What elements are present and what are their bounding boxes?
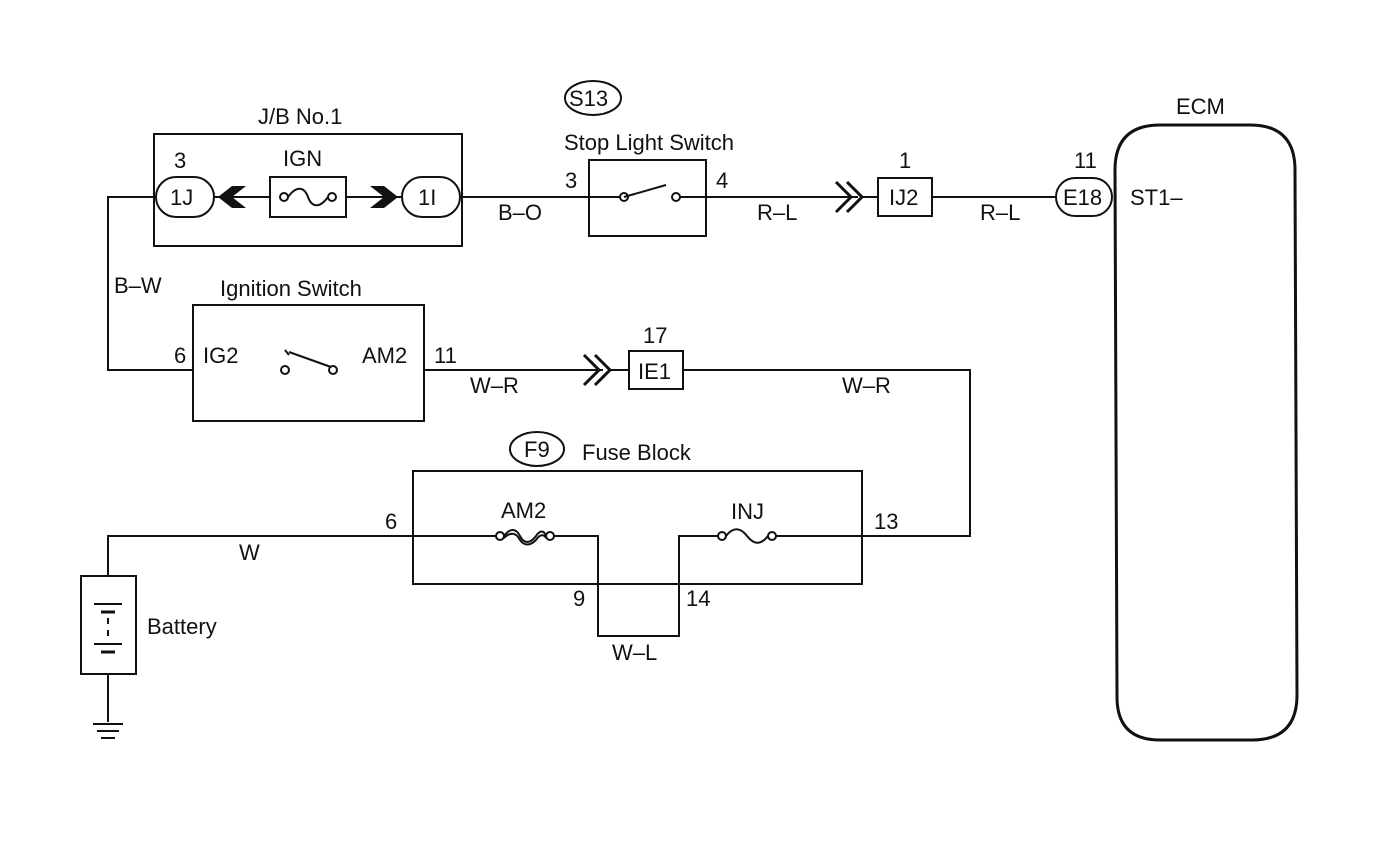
ecm-terminal: ST1– bbox=[1130, 185, 1183, 210]
wire-wl-fuse-jumper bbox=[597, 584, 680, 637]
stop-switch-title: Stop Light Switch bbox=[564, 130, 734, 155]
wire-label-rl-2: R–L bbox=[980, 200, 1020, 225]
jb-right-connector: 1I bbox=[418, 185, 436, 210]
jb-left-connector: 1J bbox=[170, 185, 193, 210]
battery-label: Battery bbox=[147, 614, 217, 639]
battery-symbol bbox=[80, 575, 137, 722]
jb-fuse-label: IGN bbox=[283, 146, 322, 171]
jb-title: J/B No.1 bbox=[258, 104, 342, 129]
fuse-block-pin-out: 13 bbox=[874, 509, 898, 534]
fuse-left-label: AM2 bbox=[501, 498, 546, 523]
stop-switch-pin-in: 3 bbox=[565, 168, 577, 193]
wire-label-w: W bbox=[239, 540, 260, 565]
wire-label-rl-1: R–L bbox=[757, 200, 797, 225]
jb-left-pin: 3 bbox=[174, 148, 186, 173]
fuse-block-pin-bottom-right: 14 bbox=[686, 586, 710, 611]
fuse-block-pin-in: 6 bbox=[385, 509, 397, 534]
wire-label-wr-2: W–R bbox=[842, 373, 891, 398]
ignition-left-terminal: IG2 bbox=[203, 343, 238, 368]
ij2-label: IJ2 bbox=[889, 185, 918, 210]
connector-ij2 bbox=[834, 177, 933, 217]
fuse-block bbox=[412, 431, 863, 585]
stop-switch-pin-out: 4 bbox=[716, 168, 728, 193]
left-chevron-icon bbox=[218, 186, 246, 208]
ecm-connector: E18 bbox=[1063, 185, 1102, 210]
wire-label-wr-1: W–R bbox=[470, 373, 519, 398]
fuse-block-pin-bottom-left: 9 bbox=[573, 586, 585, 611]
right-chevron-icon bbox=[370, 186, 398, 208]
wire-wr-ie1-to-fuse-block bbox=[683, 369, 971, 537]
ie1-label: IE1 bbox=[638, 359, 671, 384]
ie1-pin: 17 bbox=[643, 323, 667, 348]
wire-bw-jb-to-ignition bbox=[107, 196, 193, 371]
fuse-block-code: F9 bbox=[524, 437, 550, 462]
ecm-pin: 11 bbox=[1074, 148, 1097, 173]
wire-label-bo: B–O bbox=[498, 200, 542, 225]
fuse-right-label: INJ bbox=[731, 499, 764, 524]
wire-label-wl: W–L bbox=[612, 640, 657, 665]
ecm-title: ECM bbox=[1176, 94, 1225, 119]
fuse-block-title: Fuse Block bbox=[582, 440, 692, 465]
junction-block bbox=[153, 133, 463, 247]
ignition-title: Ignition Switch bbox=[220, 276, 362, 301]
stop-light-switch bbox=[564, 80, 707, 237]
ij2-pin: 1 bbox=[899, 148, 911, 173]
wire-w-battery-to-fuse-block bbox=[107, 535, 413, 576]
ground-icon bbox=[93, 723, 123, 739]
ignition-left-pin: 6 bbox=[174, 343, 186, 368]
connector-ie1 bbox=[582, 350, 684, 390]
ignition-right-terminal: AM2 bbox=[362, 343, 407, 368]
ignition-right-pin: 11 bbox=[434, 343, 457, 368]
stop-switch-code: S13 bbox=[569, 86, 608, 111]
ecm-box bbox=[1055, 123, 1299, 742]
wire-label-bw: B–W bbox=[114, 273, 162, 298]
ignition-switch bbox=[192, 304, 425, 422]
